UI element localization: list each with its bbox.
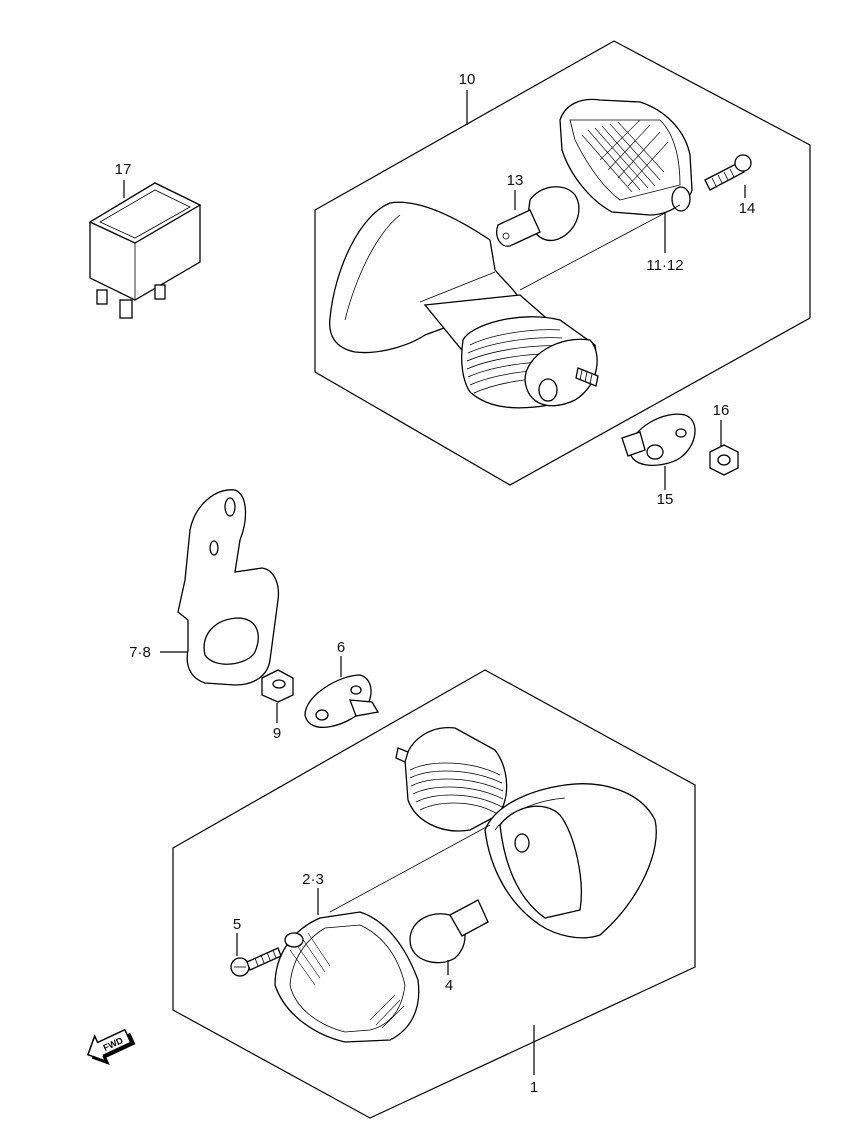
- fwd-direction-badge: FWD: [86, 1028, 136, 1066]
- label-part-6: 6: [337, 639, 345, 656]
- lower-guide-line: [329, 824, 491, 913]
- gasket-6: [304, 674, 380, 729]
- upper-signal-housing: [329, 201, 599, 409]
- label-part-15: 15: [657, 491, 674, 508]
- upper-guide-line: [519, 204, 681, 291]
- upper-assembly-frame: [314, 40, 811, 486]
- label-part-7-8: 7·8: [129, 644, 151, 661]
- screw-14: [704, 154, 752, 191]
- relay-17: [88, 182, 202, 319]
- bulb-13: [496, 186, 580, 247]
- label-part-14: 14: [739, 200, 756, 217]
- label-part-2-3: 2·3: [302, 871, 324, 888]
- label-part-16: 16: [713, 402, 730, 419]
- label-part-1: 1: [530, 1079, 538, 1096]
- nut-16: [709, 444, 739, 476]
- label-part-11-12: 11·12: [646, 257, 683, 274]
- label-part-9: 9: [273, 725, 281, 742]
- bracket-7-8: [177, 489, 280, 686]
- bulb-4: [409, 899, 489, 964]
- label-part-13: 13: [507, 172, 524, 189]
- label-part-4: 4: [445, 977, 453, 994]
- label-part-17: 17: [115, 161, 132, 178]
- lower-signal-housing: [395, 726, 657, 939]
- gasket-15: [621, 413, 696, 467]
- nut-9: [261, 669, 294, 703]
- upper-lens: [559, 98, 693, 216]
- lower-assembly-frame: [172, 669, 696, 1119]
- label-part-5: 5: [233, 916, 241, 933]
- label-part-10: 10: [459, 71, 476, 88]
- lower-lens: [274, 911, 420, 1043]
- screw-5: [230, 947, 282, 977]
